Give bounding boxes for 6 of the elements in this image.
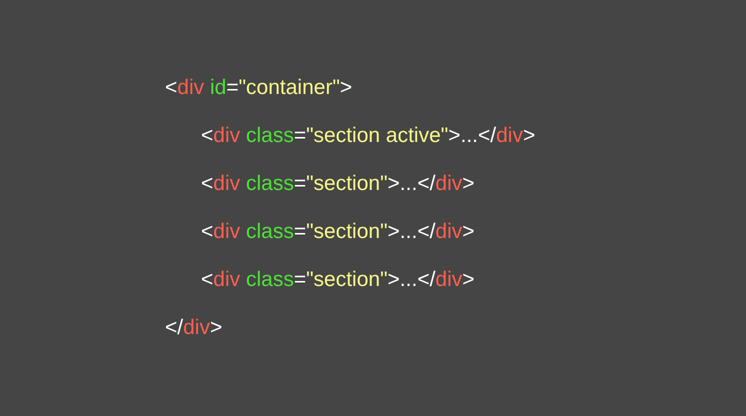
code-line: <div id="container"> [165,75,352,101]
code-line: <div class="section">...</div> [201,219,475,245]
code-line: <div class="section">...</div> [201,267,475,293]
code-line: </div> [165,315,222,341]
code-line: <div class="section">...</div> [201,171,475,197]
code-line: <div class="section active">...</div> [201,123,536,149]
